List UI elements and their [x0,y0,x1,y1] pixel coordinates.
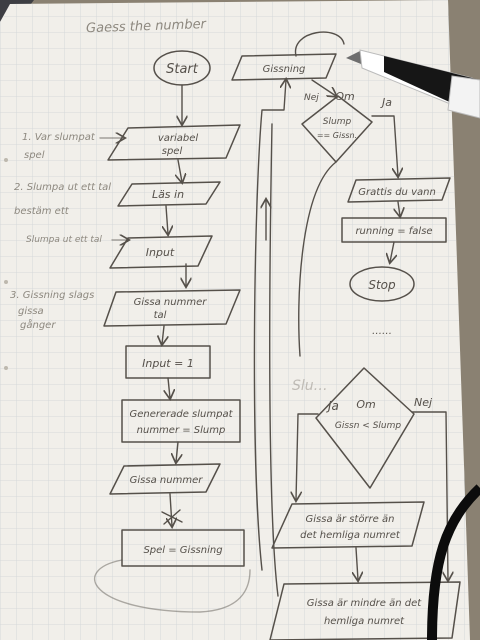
input-label: Input [146,246,175,259]
random-var-node [107,124,241,161]
left-flow: Start variabel spel Läs in Input Gissa n… [93,50,251,613]
arrow-down-to-smaller [356,547,358,580]
running-false-label: running = false [355,226,432,237]
side-note-4: 3. Gissning slags [10,290,94,301]
smaller-msg-label-2: hemliga numret [324,616,405,627]
check-number-label-2: tal [154,310,167,321]
input-node [109,235,213,269]
arrow-read-to-input [166,205,168,234]
guess-number-node [109,463,221,495]
side-note-4c: gånger [20,318,56,331]
side-note-2: 2. Slumpa ut ett tal [14,182,111,193]
check-number-node [103,289,241,327]
correct-output-node [347,177,451,203]
label-ja: Ja [380,96,392,109]
guess-top-node [231,53,337,81]
page-title: Gaess the number [86,17,208,36]
bigger-msg-node [271,501,425,549]
generate-node [121,399,241,443]
smaller-msg-label: Gissa är mindre än det [307,598,422,609]
arrow-nej-down [298,161,337,357]
pen [346,49,480,119]
side-note-3: Slumpa ut ett tal [26,235,102,245]
top-loop [295,31,345,57]
side-notes: 1. Var slumpat spel 2. Slumpa ut ett tal… [10,132,128,331]
smaller-msg-node [269,581,461,640]
if-guess-label: Om [356,398,375,411]
side-note-1: 1. Var slumpat [22,132,96,143]
cross-mark [161,509,183,525]
bigger-msg-label-2: det hemliga numret [300,530,401,541]
pen-end [447,75,480,119]
check-number-label: Gissa nummer [134,297,208,308]
arrow-generate-to-guess [176,441,178,462]
random-var-label: variabel [158,133,199,144]
if-guess-node [315,367,415,489]
stop-node [349,266,415,302]
arrow-var-to-read [178,159,182,182]
label-nej-2: Nej [414,396,433,409]
input-eq-label: Input = 1 [142,357,194,370]
if-decision-label-2: Slump [323,117,352,127]
arrow-check-to-inputeq [162,325,164,344]
side-note-4b: gissa [18,306,44,317]
arrow-inputeq-to-generate [168,377,170,398]
label-ja-2: Ja [326,399,339,413]
arrow-ja [371,115,398,176]
read-input-node [117,181,221,207]
bigger-msg-label: Gissa är större än [306,514,395,525]
arrow-top-to-diamond [311,79,336,96]
set-guess-node [121,529,245,567]
loop-back-line-2 [269,123,279,597]
if-decision-label-3: == Gissn. [317,131,357,140]
if-guess-label-2: Gissn < Slump [335,421,402,431]
right-flow: Gissning Om Slump == Gissn. Ja Nej Gratt… [231,31,461,640]
start-label: Start [166,62,199,77]
paper-perforations [4,158,8,370]
guess-top-label: Gissning [263,64,306,75]
dots-label: …… [372,326,392,337]
label-nej: Nej [304,93,319,103]
paper-grid [0,0,470,640]
fragment-label: Slu… [292,378,328,394]
lower-loop [93,559,251,613]
if-decision-label: Om [335,90,354,103]
stop-label: Stop [368,278,396,292]
correct-output-label: Grattis du vann [358,187,436,198]
arrow-output-to-false [398,201,400,216]
random-var-label-2: spel [162,146,183,157]
generate-label: Genererade slumpat [129,409,233,420]
guess-number-label: Gissa nummer [130,475,204,486]
side-note-1b: spel [24,150,45,161]
read-input-label: Läs in [152,188,184,201]
arrow-guess-to-set [170,493,172,526]
side-note-2b: bestäm ett [14,206,70,217]
generate-label-2: nummer = Slump [137,425,226,436]
cable [427,484,480,640]
arrow-if2-ja [296,413,319,500]
set-guess-label: Spel = Gissning [143,545,222,556]
arrow-false-to-stop [390,241,394,262]
loop-back-line [253,80,286,571]
